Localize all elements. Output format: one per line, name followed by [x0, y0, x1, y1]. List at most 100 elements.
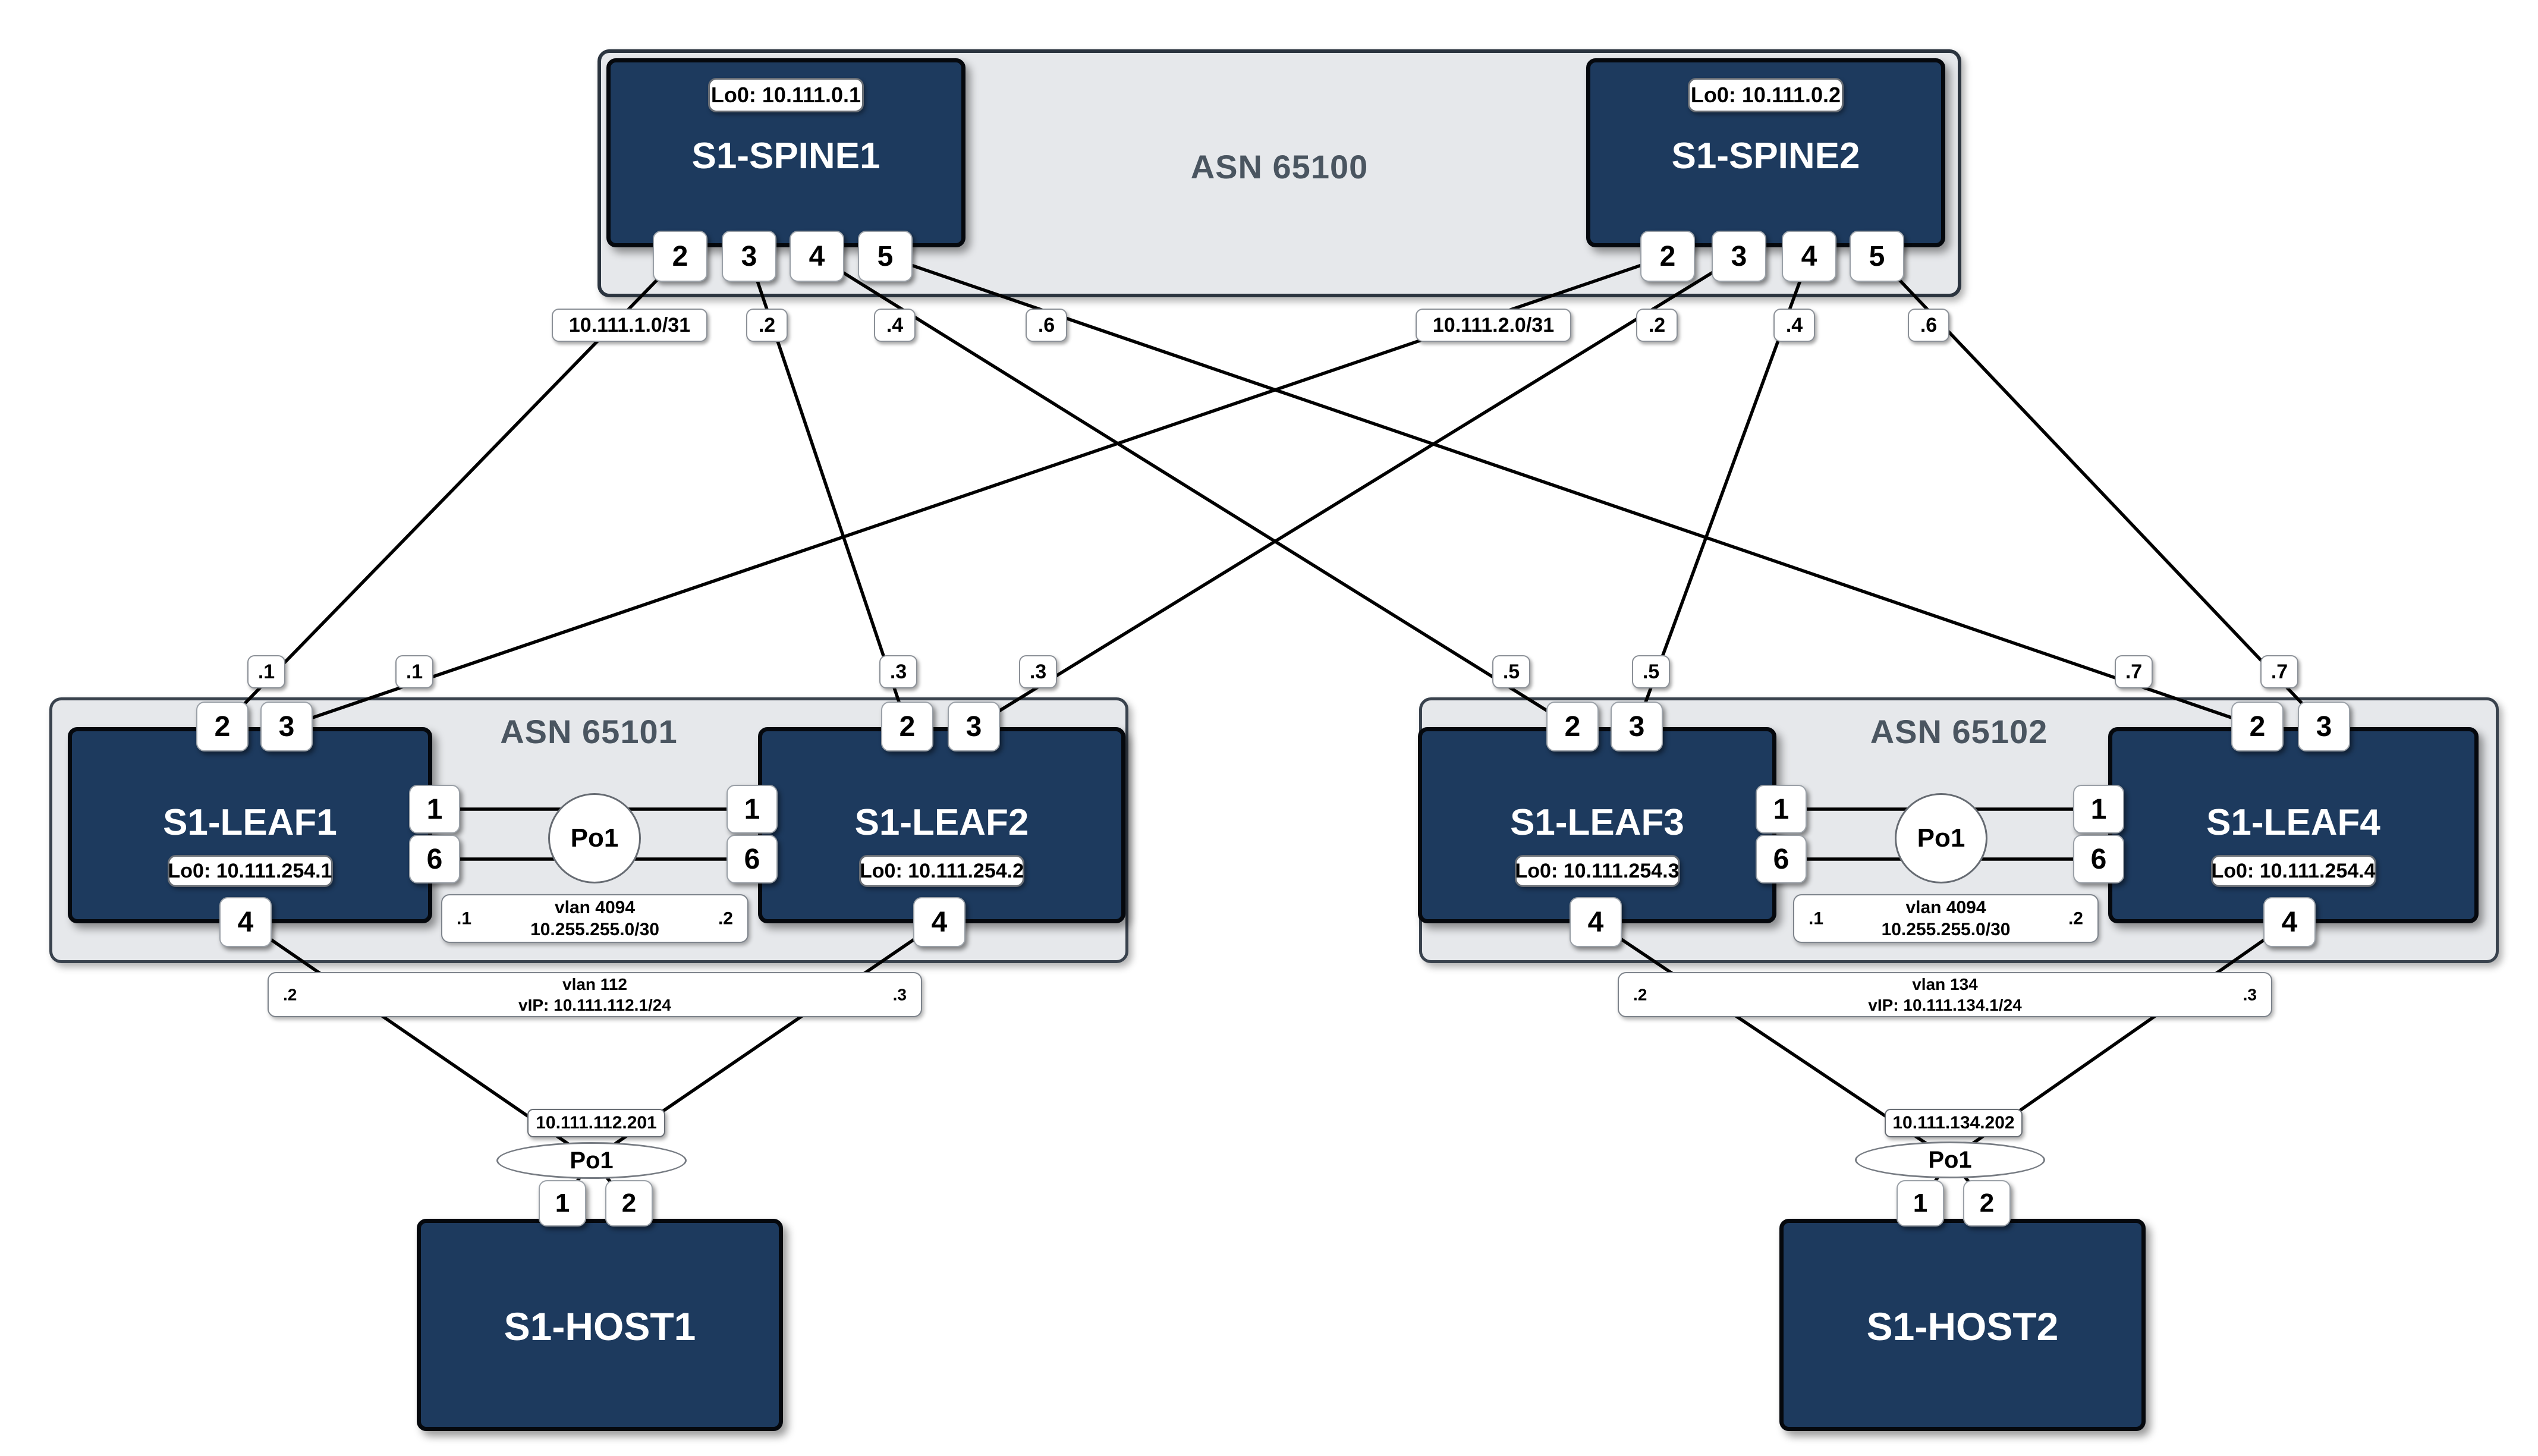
spine2-link-ip2: .2 — [1636, 309, 1678, 342]
node-leaf4-title: S1-LEAF4 — [2206, 802, 2380, 843]
node-spine1-title: S1-SPINE1 — [691, 136, 880, 177]
pod2-svi-vlan: vlan 134 — [1912, 975, 1978, 993]
leaf3-port-4: 4 — [1570, 897, 1622, 947]
leaf2-port-3: 3 — [948, 702, 1000, 751]
pod1-po1-portchannel: Po1 — [548, 793, 641, 883]
node-host2: S1-HOST2 — [1779, 1219, 2146, 1431]
spine1-link-subnet: 10.111.1.0/31 — [552, 309, 707, 342]
pod2-mlag-subnet: 10.255.255.0/30 — [1881, 920, 2011, 939]
pod2-mlag-vlan-box: vlan 4094 10.255.255.0/30 .1 .2 — [1793, 894, 2099, 943]
spine2-link-ip4: .4 — [1773, 309, 1815, 342]
leaf4-link-ip-b: .7 — [2260, 655, 2298, 688]
host2-ip-label: 10.111.134.202 — [1885, 1109, 2023, 1137]
pod1-svi-right-ip: .3 — [892, 985, 907, 1004]
link-spine1-leaf4 — [885, 254, 2258, 728]
leaf4-port-4: 4 — [2263, 897, 2316, 947]
pod1-svi-box: vlan 112 vIP: 10.111.112.1/24 .2 .3 — [268, 972, 922, 1017]
node-leaf2-title: S1-LEAF2 — [854, 802, 1029, 843]
leaf1-port-6: 6 — [409, 835, 460, 883]
leaf4-port-6: 6 — [2073, 835, 2124, 883]
leaf1-port-2: 2 — [196, 702, 249, 751]
node-host1: S1-HOST1 — [417, 1219, 783, 1431]
leaf4-port-1: 1 — [2073, 785, 2124, 834]
leaf1-port-4: 4 — [219, 897, 272, 947]
node-spine2: S1-SPINE2 Lo0: 10.111.0.2 — [1586, 58, 1945, 247]
leaf1-port-1: 1 — [409, 785, 460, 834]
leaf1-link-ip-b: .1 — [395, 655, 433, 688]
node-leaf4: S1-LEAF4 Lo0: 10.111.254.4 — [2108, 727, 2479, 923]
link-spine2-leaf4 — [1876, 255, 2325, 728]
link-spine1-leaf3 — [816, 254, 1574, 728]
pod2-mlag-vlan: vlan 4094 — [1905, 898, 1986, 917]
pod1-svi-vlan: vlan 112 — [562, 975, 627, 993]
host1-po1-portchannel: Po1 — [496, 1142, 687, 1179]
pod2-svi-box: vlan 134 vIP: 10.111.134.1/24 .2 .3 — [1618, 972, 2272, 1017]
node-leaf1-loopback: Lo0: 10.111.254.1 — [167, 855, 333, 887]
leaf3-link-ip-a: .5 — [1492, 655, 1530, 688]
node-spine1-loopback: Lo0: 10.111.0.1 — [708, 78, 864, 112]
spine2-link-ip6: .6 — [1908, 309, 1949, 342]
node-host1-title: S1-HOST1 — [504, 1304, 696, 1348]
node-leaf1-title: S1-LEAF1 — [163, 802, 337, 843]
node-host2-title: S1-HOST2 — [1866, 1304, 2059, 1348]
host1-ip-label: 10.111.112.201 — [527, 1109, 665, 1137]
spine2-port-3: 3 — [1712, 231, 1766, 282]
pod2-svi-left-ip: .2 — [1633, 985, 1647, 1004]
host1-port-1: 1 — [539, 1180, 586, 1227]
leaf2-port-4: 4 — [913, 897, 965, 947]
leaf2-link-ip-a: .3 — [879, 655, 917, 688]
pod1-svi-left-ip: .2 — [283, 985, 297, 1004]
leaf3-port-3: 3 — [1611, 702, 1663, 751]
node-leaf2-loopback: Lo0: 10.111.254.2 — [859, 855, 1024, 887]
leaf3-port-6: 6 — [1756, 835, 1807, 883]
spine1-port-4: 4 — [790, 231, 844, 282]
spine2-port-2: 2 — [1640, 231, 1695, 282]
pod2-mlag-left-ip: .1 — [1809, 908, 1824, 929]
spine2-port-4: 4 — [1782, 231, 1836, 282]
pod1-mlag-vlan: vlan 4094 — [554, 898, 636, 917]
host1-port-2: 2 — [605, 1180, 653, 1227]
pod1-mlag-right-ip: .2 — [718, 908, 733, 929]
node-spine2-title: S1-SPINE2 — [1671, 136, 1860, 177]
spine1-link-ip2: .2 — [746, 309, 788, 342]
node-leaf1: S1-LEAF1 Lo0: 10.111.254.1 — [68, 727, 432, 923]
pod2-po1-portchannel: Po1 — [1895, 793, 1987, 883]
node-leaf3-title: S1-LEAF3 — [1510, 802, 1684, 843]
spine1-link-ip6: .6 — [1026, 309, 1067, 342]
node-leaf3-loopback: Lo0: 10.111.254.3 — [1514, 855, 1680, 887]
host2-port-1: 1 — [1897, 1180, 1944, 1227]
pod1-mlag-subnet: 10.255.255.0/30 — [530, 920, 659, 939]
leaf2-port-1: 1 — [727, 785, 778, 834]
host2-po1-portchannel: Po1 — [1855, 1141, 2045, 1178]
leaf4-port-3: 3 — [2298, 702, 2350, 751]
pod1-asn-label: ASN 65101 — [500, 713, 678, 750]
leaf2-port-6: 6 — [727, 835, 778, 883]
leaf3-port-1: 1 — [1756, 785, 1807, 834]
spine2-link-subnet: 10.111.2.0/31 — [1416, 309, 1571, 342]
leaf4-link-ip-a: .7 — [2115, 655, 2153, 688]
leaf2-port-2: 2 — [881, 702, 933, 751]
leaf1-link-ip-a: .1 — [247, 655, 285, 688]
spine1-port-5: 5 — [858, 231, 913, 282]
spine1-link-ip4: .4 — [874, 309, 916, 342]
node-leaf2: S1-LEAF2 Lo0: 10.111.254.2 — [758, 727, 1125, 923]
pod1-mlag-left-ip: .1 — [457, 908, 472, 929]
pod2-svi-right-ip: .3 — [2243, 985, 2257, 1004]
node-spine1: S1-SPINE1 Lo0: 10.111.0.1 — [606, 58, 965, 247]
pod2-asn-label: ASN 65102 — [1870, 713, 2048, 750]
leaf3-port-2: 2 — [1546, 702, 1599, 751]
node-spine2-loopback: Lo0: 10.111.0.2 — [1688, 78, 1844, 112]
spine2-port-5: 5 — [1850, 231, 1904, 282]
pod1-svi-vip: vIP: 10.111.112.1/24 — [518, 996, 671, 1014]
leaf1-port-3: 3 — [260, 702, 313, 751]
link-spine2-leaf2 — [973, 254, 1740, 728]
pod2-mlag-right-ip: .2 — [2068, 908, 2083, 929]
node-leaf3: S1-LEAF3 Lo0: 10.111.254.3 — [1418, 727, 1776, 923]
pod1-mlag-vlan-box: vlan 4094 10.255.255.0/30 .1 .2 — [441, 894, 748, 943]
leaf2-link-ip-b: .3 — [1019, 655, 1057, 688]
spine1-port-2: 2 — [653, 231, 707, 282]
leaf4-port-2: 2 — [2231, 702, 2284, 751]
host2-port-2: 2 — [1963, 1180, 2011, 1227]
spine-asn-label: ASN 65100 — [1190, 148, 1369, 185]
